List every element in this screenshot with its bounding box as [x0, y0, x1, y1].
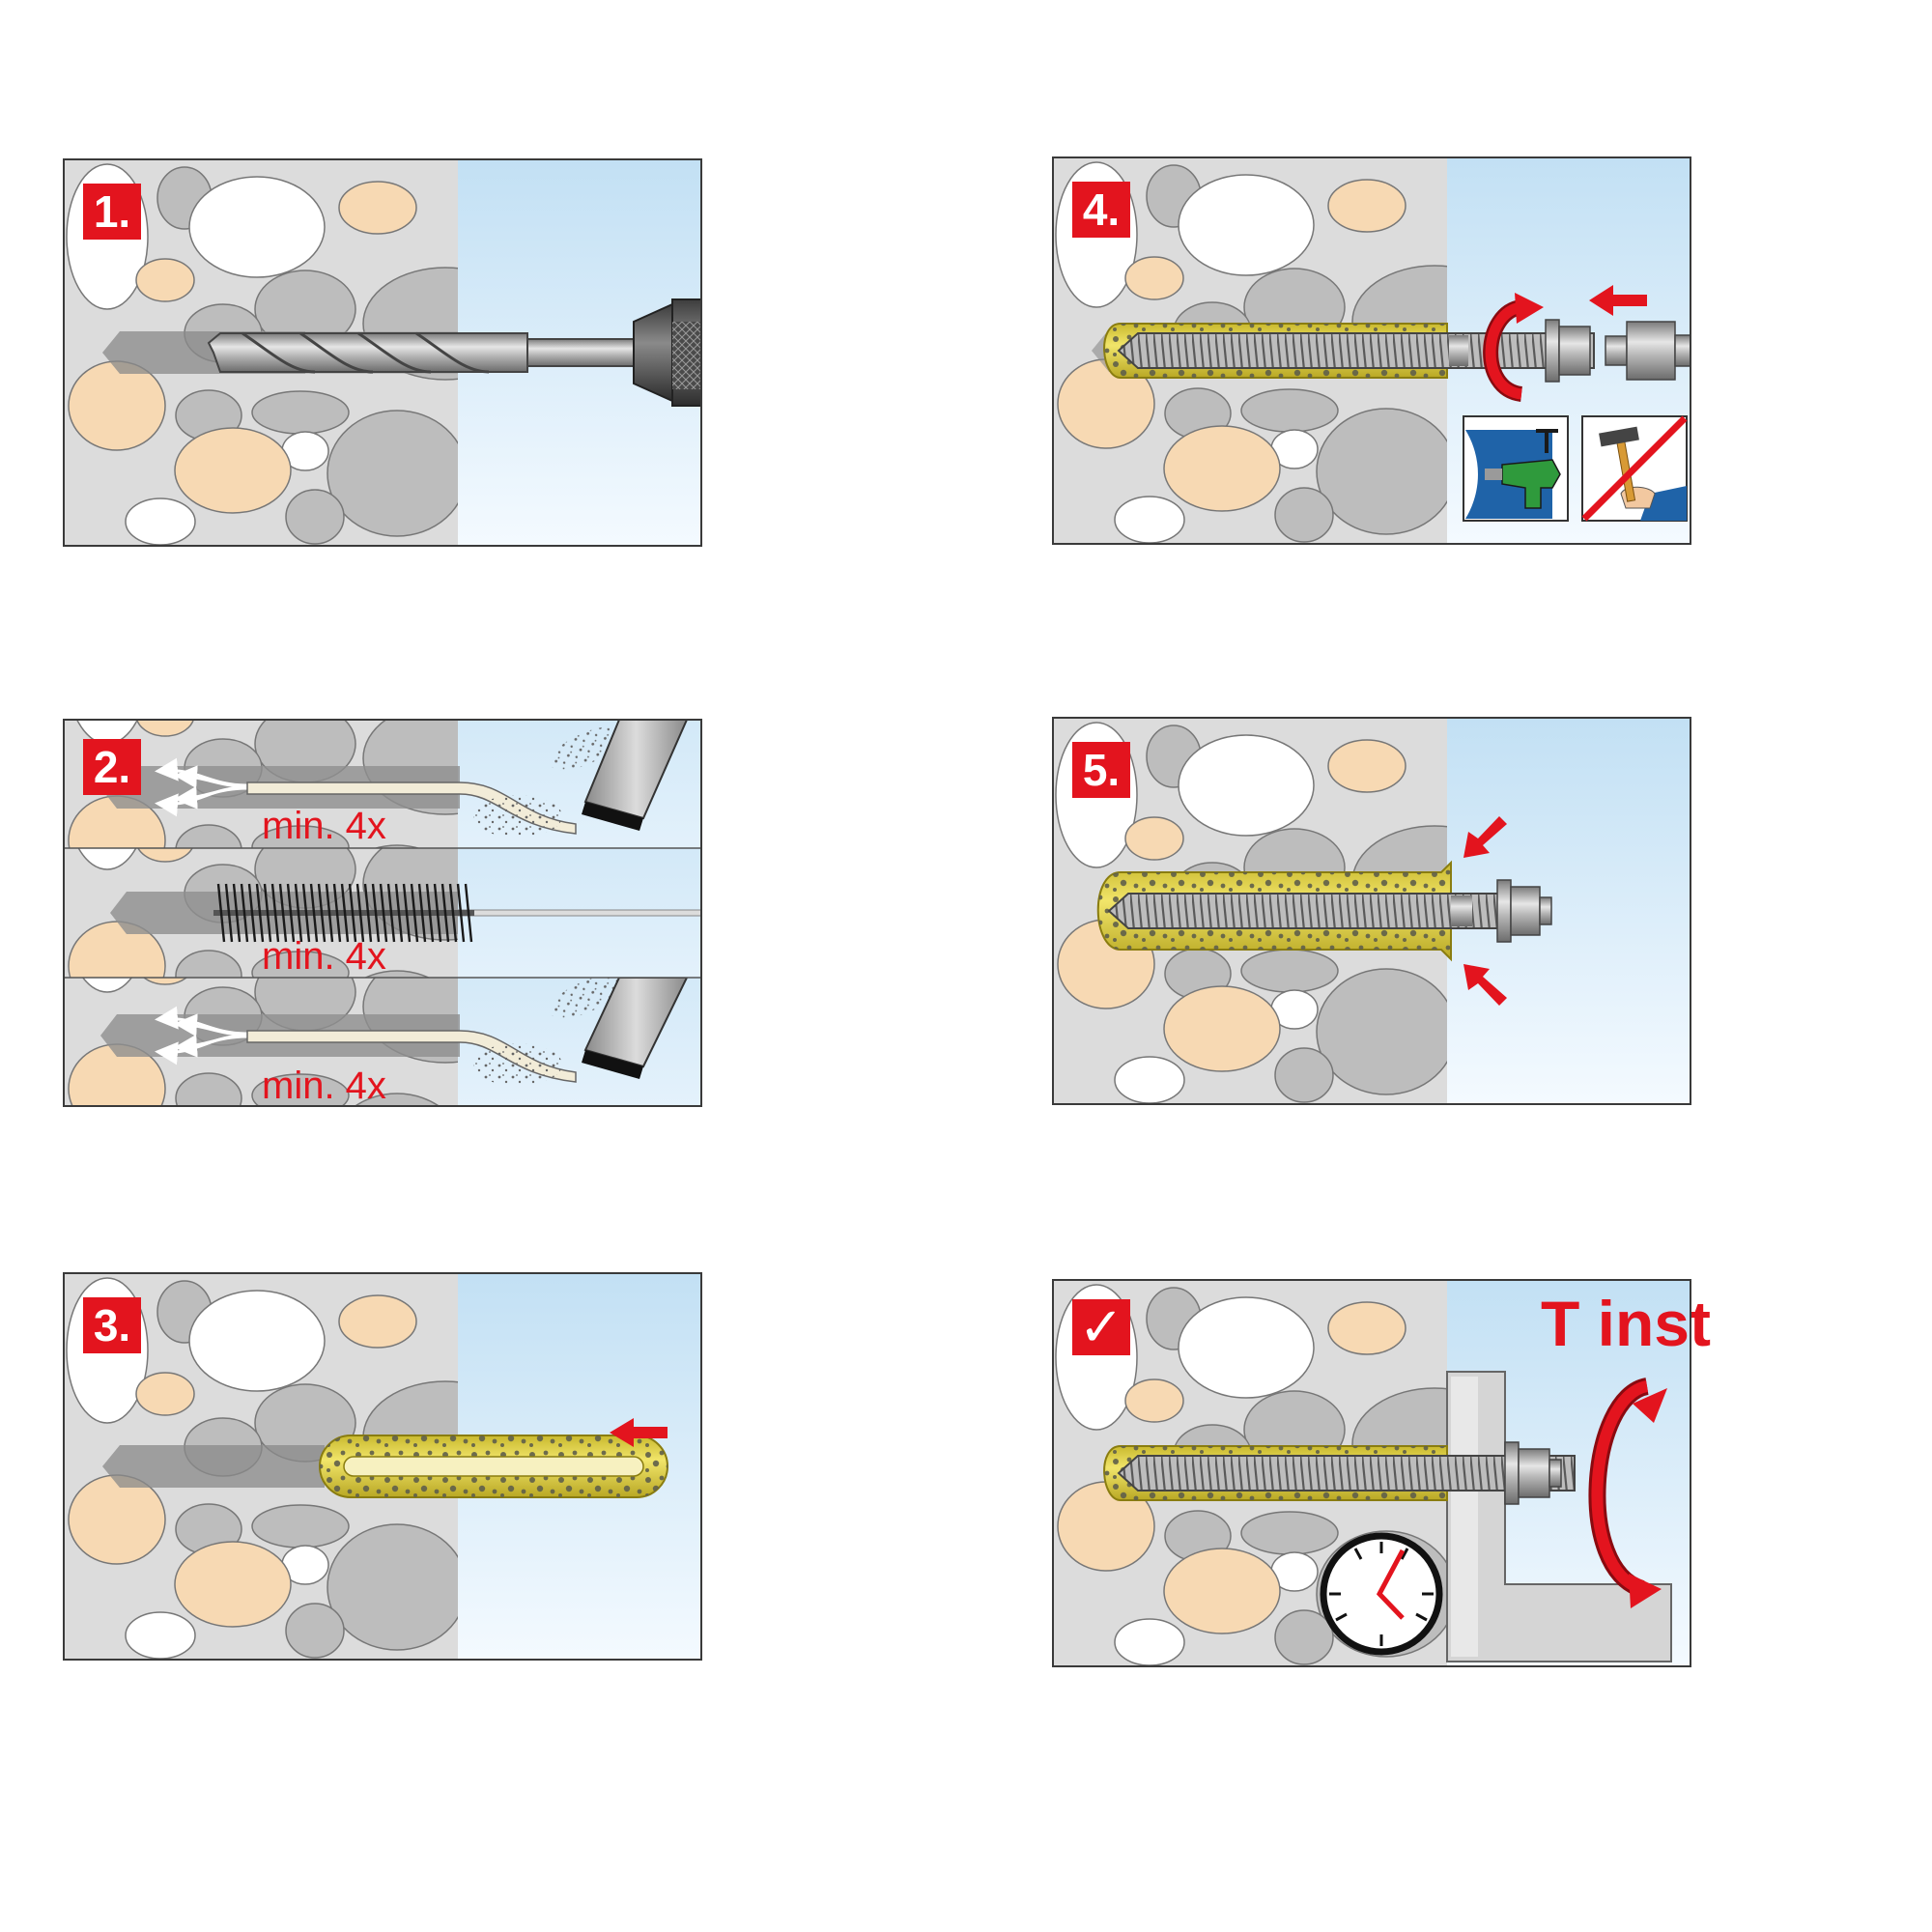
excess-mortar-arrow-icon [1463, 964, 1507, 1006]
excess-mortar-arrow-icon [1463, 816, 1507, 858]
step-number-badge: 5. [1072, 742, 1130, 798]
rotary-drill-icon [1463, 415, 1569, 522]
drill-bit-icon [207, 331, 635, 374]
repeat-count-label: min. 4x [262, 935, 386, 978]
step-number-label: 3. [94, 1300, 130, 1350]
step-number-label: 4. [1083, 185, 1120, 235]
checkmark-icon: ✓ [1079, 1296, 1124, 1359]
torque-rotation-icon [1588, 1378, 1667, 1608]
blow-row-top [64, 720, 701, 848]
panel-step-4: 4. [1052, 156, 1691, 545]
repeat-count-label: min. 4x [262, 1065, 386, 1107]
airflow-arrows-icon [155, 1006, 248, 1065]
blow-pump-icon [582, 978, 689, 1079]
step-number-badge: 4. [1072, 182, 1130, 238]
threaded-rod-icon [1117, 1455, 1576, 1492]
step-number-badge: 2. [83, 739, 141, 795]
hammer-prohibited-icon [1581, 415, 1688, 522]
panel-step-2: 2. min. 4x min. 4x min. 4x [63, 719, 702, 1107]
blow-pump-icon [582, 720, 689, 831]
setting-tool-icon [1605, 321, 1691, 381]
nut-washer-icon [1496, 879, 1552, 943]
cure-time-label: T inst [1541, 1288, 1711, 1359]
insert-arrow-icon [1589, 285, 1647, 316]
insert-arrow-icon [610, 1418, 668, 1447]
repeat-count-label: min. 4x [262, 805, 386, 847]
clock-icon [1320, 1532, 1443, 1656]
nut-washer-icon [1504, 1441, 1562, 1505]
drill-hole [102, 1445, 325, 1488]
dust-cloud-icon [473, 1043, 562, 1086]
step-number-badge: 3. [83, 1297, 141, 1353]
threaded-rod-icon [1107, 893, 1518, 929]
panel-step-final: T inst ✓ [1052, 1279, 1711, 1667]
step-number-label: 1. [94, 186, 130, 237]
step-number-label: 2. [94, 742, 130, 792]
brush-row [64, 848, 701, 978]
threaded-rod-icon [1117, 332, 1595, 369]
fixture-plate [1446, 1371, 1672, 1662]
completion-check-badge: ✓ [1072, 1296, 1130, 1359]
nut-washer-icon [1545, 319, 1591, 383]
torque-rotation-icon [1483, 293, 1544, 402]
dust-cloud-icon [473, 726, 621, 838]
step-number-badge: 1. [83, 184, 141, 240]
panel-step-1: 1. [63, 158, 702, 547]
cleaning-brush-icon [213, 883, 474, 943]
drill-chuck-icon [633, 298, 702, 407]
panel-step-5: 5. [1052, 717, 1691, 1105]
step-number-label: 5. [1083, 745, 1120, 795]
mortar-capsule-icon [319, 1435, 668, 1498]
blow-row-bottom [64, 978, 701, 1106]
panel-step-3: 3. [63, 1272, 702, 1661]
airflow-arrows-icon [155, 757, 248, 817]
